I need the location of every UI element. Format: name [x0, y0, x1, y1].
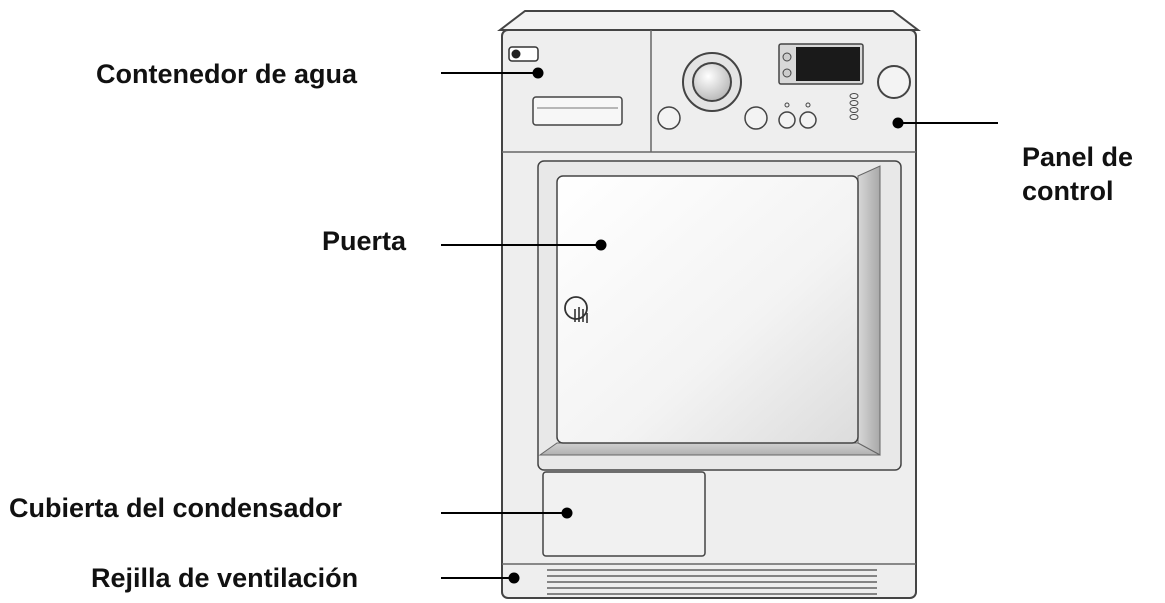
control-panel-label-line1: Panel de — [1022, 142, 1134, 172]
door-touch-handle-icon — [564, 296, 588, 323]
door-panel — [556, 175, 859, 444]
dot-panel — [892, 117, 904, 129]
leader-dots — [508, 67, 904, 584]
option-button-3 — [799, 111, 817, 129]
lg-logo-mark — [511, 49, 521, 59]
dot-water — [532, 67, 544, 79]
door-rim-bottom — [538, 442, 881, 456]
display-screen — [796, 47, 860, 81]
start-button — [877, 65, 911, 99]
door-rim-right — [857, 165, 881, 456]
door-label: Puerta — [322, 226, 407, 256]
dot-vent — [508, 572, 520, 584]
control-panel-label-line2: control — [1022, 176, 1114, 206]
option-button-2 — [778, 111, 796, 129]
option-led-1 — [784, 102, 790, 108]
indicator-lights — [849, 93, 859, 120]
control-panel-label: Panel de control — [1022, 140, 1133, 208]
water-container-label: Contenedor de agua — [96, 59, 358, 89]
display-button-bottom — [782, 68, 792, 78]
dot-condenser — [561, 507, 573, 519]
top-lid — [497, 10, 921, 31]
vent-grille — [547, 569, 877, 595]
left-option-button — [657, 106, 681, 130]
display-button-top — [782, 52, 792, 62]
condenser-cover-label: Cubierta del condensador — [9, 493, 343, 523]
leader-lines — [441, 72, 998, 579]
program-knob — [692, 62, 732, 102]
option-led-2 — [805, 102, 811, 108]
option-button-1 — [744, 106, 768, 130]
dot-door — [595, 239, 607, 251]
vent-grille-label: Rejilla de ventilación — [91, 563, 359, 593]
water-container-handle — [532, 96, 623, 126]
